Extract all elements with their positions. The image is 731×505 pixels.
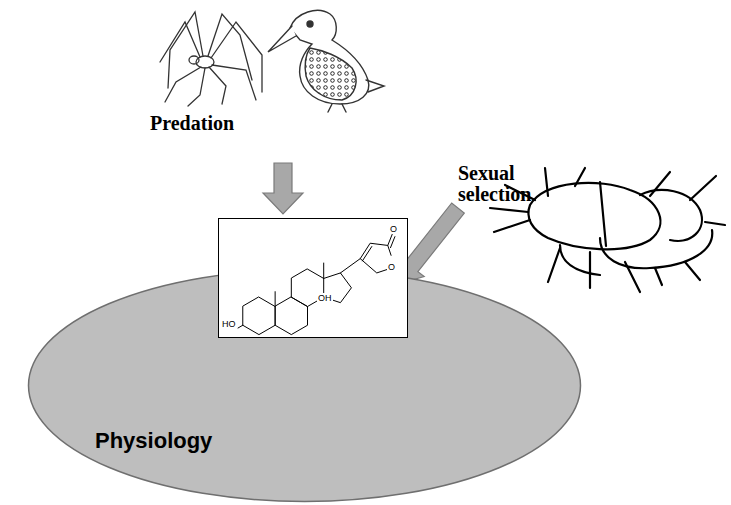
- atom-label: O: [389, 224, 398, 234]
- atom-label: O: [387, 262, 396, 272]
- structure-box: HO OH O O: [218, 218, 408, 338]
- factor-label: Predation: [150, 113, 234, 134]
- atom-label: OH: [317, 293, 333, 303]
- factor-label: Sexual selection: [458, 163, 558, 205]
- spider-drawing: [160, 12, 262, 106]
- atom-label: HO: [221, 319, 237, 329]
- region-label: Physiology: [95, 428, 212, 454]
- bird-drawing: [268, 10, 384, 112]
- cardenolide-structure: [219, 219, 409, 339]
- physiology-ellipse: Physiology HOOHOO: [27, 268, 582, 503]
